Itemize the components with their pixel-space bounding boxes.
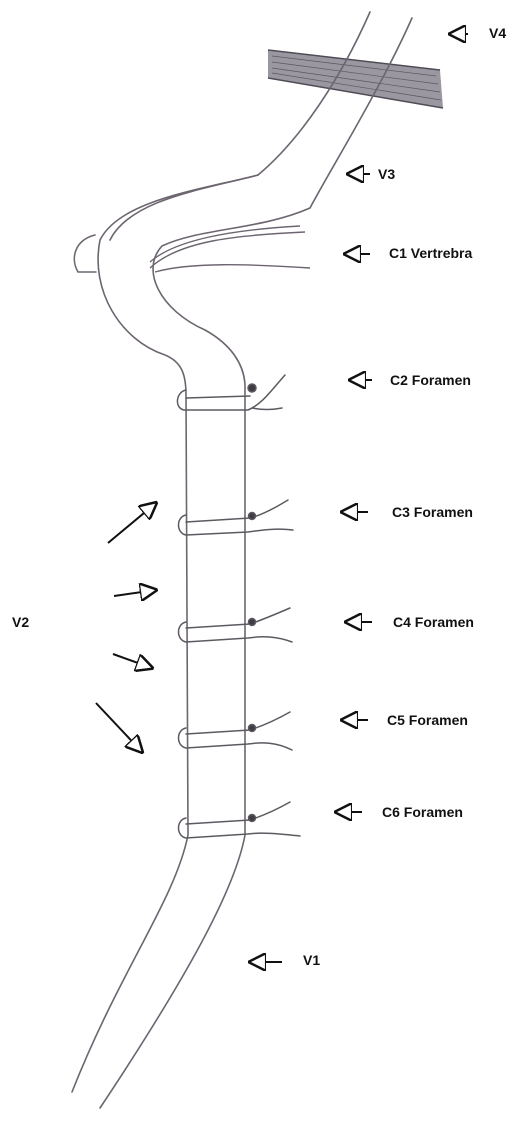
v2-arrow-3 [113, 654, 152, 668]
v2-arrow-2 [114, 590, 156, 596]
foramen-c6 [179, 802, 301, 838]
label-v2: V2 [12, 614, 29, 630]
label-c3-foramen: C3 Foramen [392, 504, 473, 520]
foramina [177, 375, 300, 838]
foramen-c3 [179, 500, 294, 535]
foramen-c5 [179, 712, 293, 750]
c1-vertebra-lines [150, 226, 310, 272]
label-c4-foramen: C4 Foramen [393, 614, 474, 630]
v2-arrow-1 [108, 503, 156, 543]
label-c2-foramen: C2 Foramen [390, 372, 471, 388]
v2-arrow-4 [96, 703, 142, 752]
skull-base-band [268, 50, 443, 108]
label-c1-vertebra: C1 Vertrebra [389, 245, 472, 261]
foramen-c4 [179, 608, 293, 642]
label-v3: V3 [378, 166, 395, 182]
foramen-c2 [177, 375, 285, 410]
label-arrows [250, 34, 468, 962]
v2-arrows [96, 503, 156, 752]
vertebral-artery [72, 12, 412, 1108]
label-v1: V1 [303, 952, 320, 968]
label-c6-foramen: C6 Foramen [382, 804, 463, 820]
label-v4: V4 [489, 25, 506, 41]
label-c5-foramen: C5 Foramen [387, 712, 468, 728]
